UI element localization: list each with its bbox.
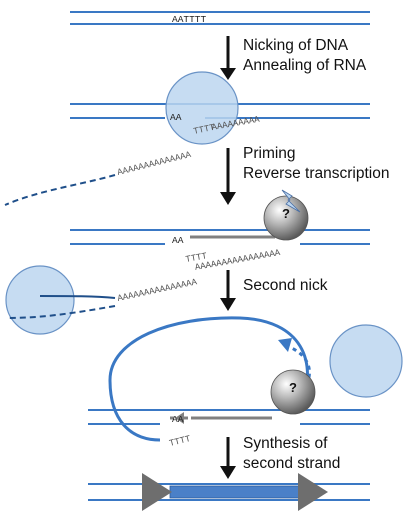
step-label-priming: Priming (243, 145, 296, 162)
step-label-reverse-transcription: Reverse transcription (243, 165, 389, 182)
polya-bound: AAAAAAAAAAAAAAAA (194, 248, 281, 273)
step-label-annealing: Annealing of RNA (243, 57, 367, 74)
step-arrow-4 (220, 437, 236, 479)
progress-arrowhead (278, 338, 292, 352)
orf1-protein-circle (165, 71, 239, 145)
enzyme-question-mark: ? (289, 380, 297, 395)
rna-strand (4, 174, 116, 206)
target-site-sequence: AATTTT (172, 14, 207, 25)
aa-label: AA (172, 235, 184, 246)
tsd-right (298, 473, 328, 511)
tttt-primer: TTTT (168, 434, 192, 449)
polya-tail: AAAAAAAAAAAAAA (116, 150, 192, 178)
rna-strand-lower (7, 305, 116, 319)
step-arrow-3 (220, 270, 236, 311)
tttt-primer: TTTT (185, 251, 209, 265)
tttt-primer: TTTT (193, 123, 217, 137)
stage-integrated-insert (88, 473, 370, 511)
stage-target-dna: AATTTT (70, 11, 370, 25)
orf1-protein-circle (5, 265, 75, 335)
stage-second-nick: ? AA TTTT (88, 316, 403, 449)
tsd-left (142, 473, 172, 511)
orf2-enzyme (270, 369, 316, 415)
aa-label: AA (172, 414, 184, 425)
step-label-nicking: Nicking of DNA (243, 37, 349, 54)
enzyme-question-mark: ? (282, 206, 290, 221)
orf1-protein-circle (329, 324, 403, 398)
step-arrow-2 (220, 148, 236, 205)
step-label-synthesis-2: second strand (243, 455, 340, 472)
rna-strand-upper (39, 295, 116, 299)
stage-reverse-transcription: AA ? TTTT AAAAAAAAAAAAAAAA AAAAAAAAAAAAA… (5, 189, 370, 335)
step-label-second-nick: Second nick (243, 277, 328, 294)
polya-tail: AAAAAAAAAAAAAAA (117, 277, 199, 304)
second-strand-progress (284, 343, 311, 393)
orf2-enzyme (263, 195, 309, 241)
cdna-arrowhead (175, 412, 184, 424)
aa-label: AA (170, 112, 182, 123)
step-label-synthesis-1: Synthesis of (243, 435, 328, 452)
step-arrow-1 (220, 36, 236, 80)
stage-annealing: AA TTTT AAAAAAAAA AAAAAAAAAAAAAA (4, 71, 370, 206)
dna-loop (108, 316, 309, 442)
lightning-icon (281, 189, 301, 213)
insert-block (169, 485, 301, 499)
